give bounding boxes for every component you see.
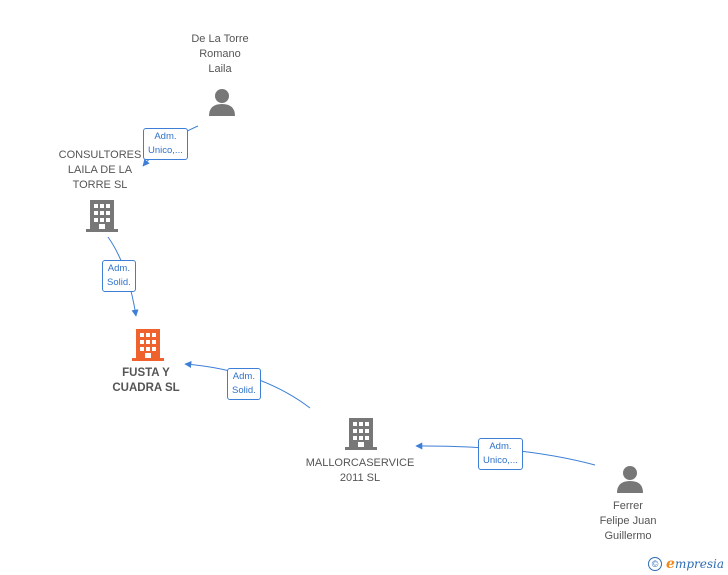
label-line: FUSTA Y [122,367,170,379]
person-icon[interactable] [617,466,643,493]
edge-label-line: Solid. [107,277,131,288]
label-line: De La Torre [191,33,249,45]
label-line: Laila [208,63,232,75]
label-line: Felipe Juan [599,515,657,527]
edge-label-line: Solid. [232,385,256,396]
brand-e: e [666,556,675,572]
copyright-icon: © [648,557,663,571]
edge-label-adm-unico[interactable]: Adm. Unico,... [143,128,188,160]
person-icon[interactable] [209,89,235,116]
label-line: CUADRA SL [112,382,180,394]
edge-label-line: Adm. [232,371,255,382]
building-icon[interactable] [86,200,118,232]
node-label-mallorcaservice[interactable]: MALLORCASERVICE 2011 SL [306,456,415,486]
edge-label-line: Unico,... [483,455,518,466]
brand-rest: mpresia [674,557,724,571]
edge-label-line: Adm. [154,131,177,142]
brand-logo: © empresia [648,556,724,572]
edge-label-line: Unico,... [148,145,183,156]
node-label-consultores[interactable]: CONSULTORES LAILA DE LA TORRE SL [59,148,142,193]
edge-label-adm-solid[interactable]: Adm. Solid. [102,260,136,292]
label-line: CONSULTORES [58,149,142,161]
node-label-ferrer[interactable]: Ferrer Felipe Juan Guillermo [600,499,657,544]
edge-label-line: Adm. [107,263,130,274]
node-label-fusta[interactable]: FUSTA Y CUADRA SL [112,366,179,396]
node-label-de-la-torre[interactable]: De La Torre Romano Laila [191,32,248,77]
label-line: Ferrer [613,500,643,512]
brand-wordmark: empresia [666,556,724,572]
edge-label-line: Adm. [489,441,512,452]
label-line: 2011 SL [339,472,381,484]
edge-label-adm-solid[interactable]: Adm. Solid. [227,368,261,400]
label-line: LAILA DE LA [67,164,133,176]
label-line: MALLORCASERVICE [305,457,415,469]
edge-label-adm-unico[interactable]: Adm. Unico,... [478,438,523,470]
building-icon[interactable] [132,329,164,361]
building-icon[interactable] [345,418,377,450]
label-line: Guillermo [604,530,652,542]
label-line: Romano [199,48,241,60]
label-line: TORRE SL [72,179,128,191]
